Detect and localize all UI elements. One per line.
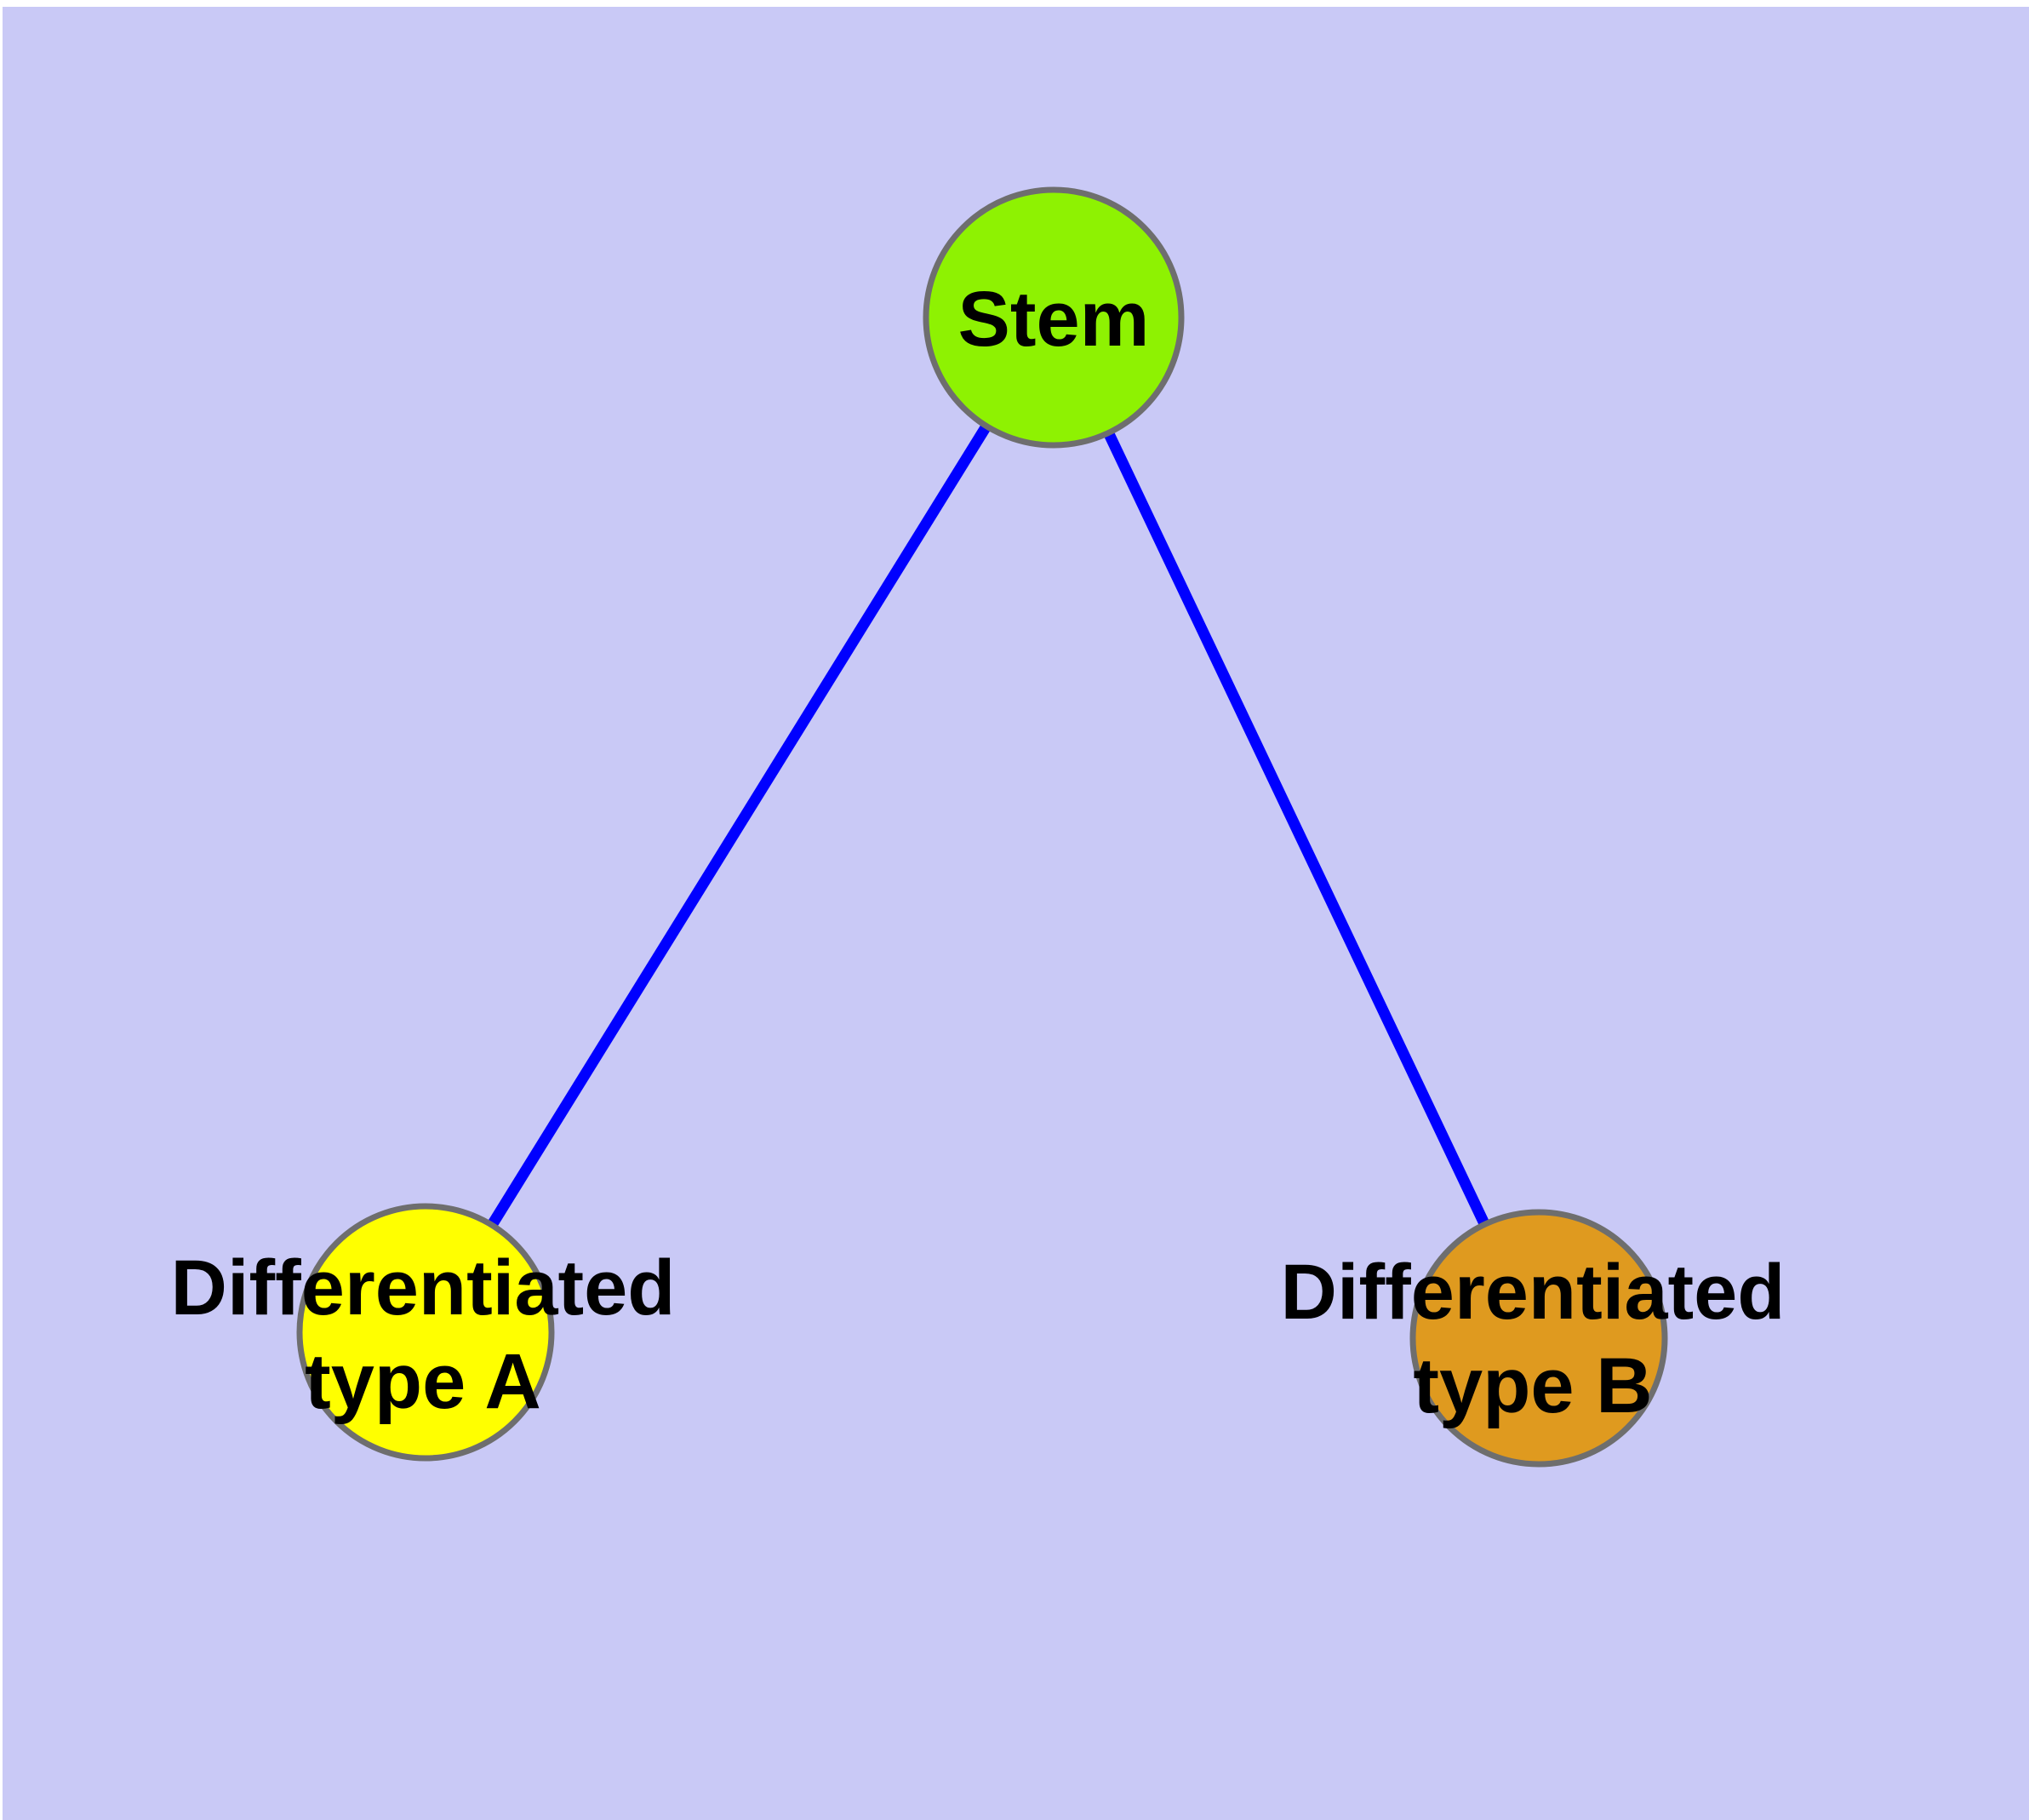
node-stem-circle (923, 186, 1185, 449)
edge-stem-to-type-b (1049, 315, 1544, 1341)
edge-stem-to-type-a (420, 314, 1059, 1336)
diagram-canvas: Stem Differentiated type A Differentiate… (3, 7, 2029, 1820)
node-type-a-circle (296, 1203, 555, 1462)
node-type-b-circle (1409, 1209, 1668, 1468)
